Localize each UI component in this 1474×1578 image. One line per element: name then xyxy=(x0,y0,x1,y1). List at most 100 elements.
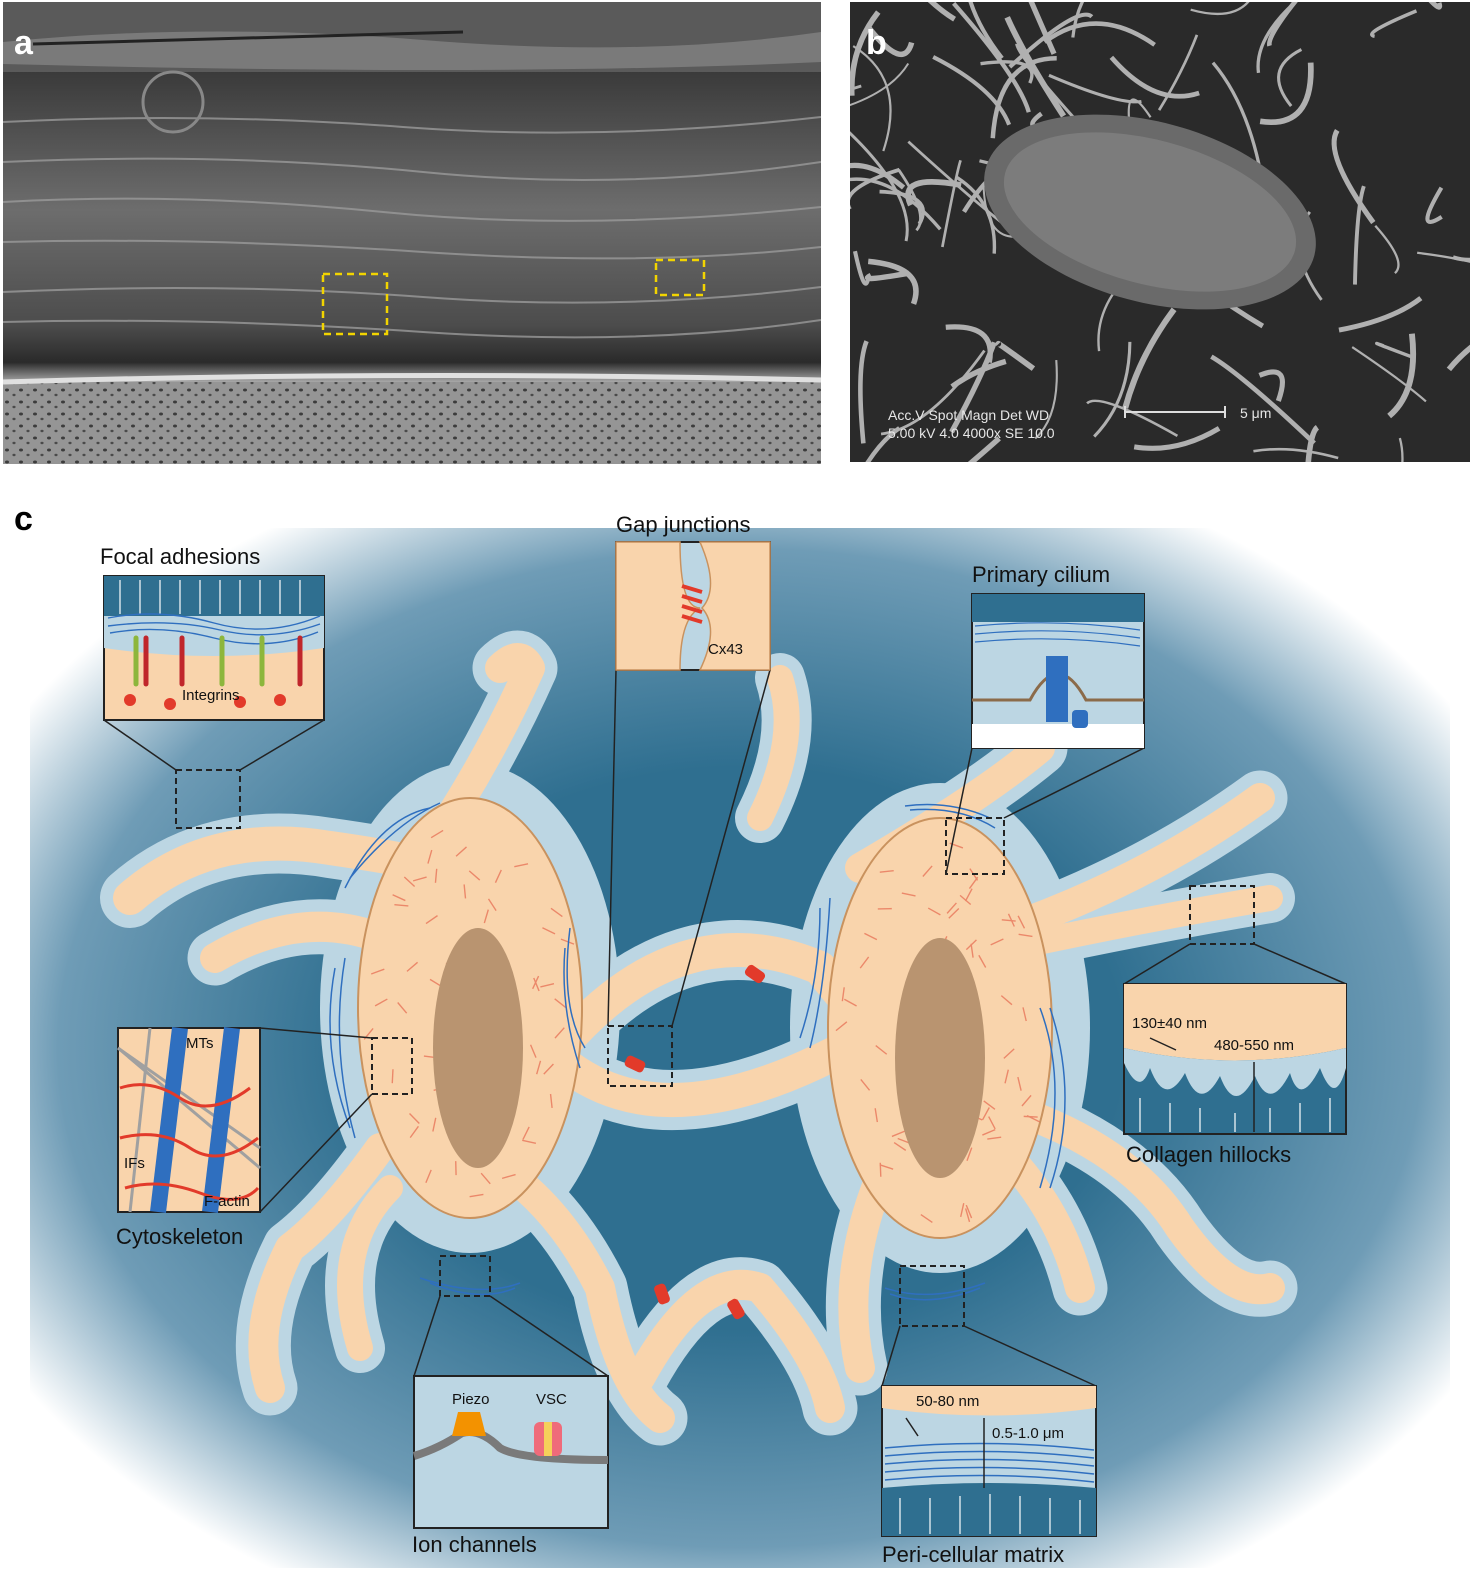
cytoskeleton-filament xyxy=(964,1208,971,1223)
collagen-fiber xyxy=(1258,369,1285,402)
cytoskeleton-filament xyxy=(394,903,409,907)
cytoskeleton-filament xyxy=(409,1125,419,1139)
cytoskeleton-filament xyxy=(543,1063,554,1075)
pcm-depth-label: 0.5-1.0 μm xyxy=(992,1425,1064,1442)
collagen-fiber xyxy=(1133,426,1221,451)
scale-bar-label: 5 μm xyxy=(1240,405,1271,421)
collagen-fiber xyxy=(1122,307,1177,409)
cytoskeleton-filament xyxy=(983,1100,996,1110)
collagen-fiber xyxy=(1398,437,1404,462)
cytoskeleton-filament xyxy=(483,909,489,924)
cytoskeleton-filament xyxy=(529,1044,537,1058)
collagen-fiber xyxy=(1015,43,1075,119)
panel-letter-a: a xyxy=(14,24,33,62)
cytoskeleton-filament xyxy=(966,1147,973,1162)
collagen-fiber xyxy=(865,426,901,462)
cytoskeleton-filament xyxy=(455,846,467,857)
collagen-fiber xyxy=(1093,341,1132,438)
cytoskeleton-filament xyxy=(487,898,497,911)
cytoskeleton-filament xyxy=(946,902,957,914)
cytoskeleton-filament xyxy=(514,863,529,868)
hillock-height-label: 480-550 nm xyxy=(1214,1037,1294,1054)
cell-processes xyxy=(113,643,1285,1433)
inset-focal-adhesions: Integrins xyxy=(103,575,325,721)
collagen-fiber xyxy=(850,167,901,210)
cytoskeleton-filament xyxy=(392,894,406,902)
vsc-label: VSC xyxy=(536,1391,567,1408)
cytoskeleton-filament xyxy=(1021,1094,1032,1107)
ion-channels-title: Ion channels xyxy=(412,1532,537,1557)
collagen-fiber xyxy=(1353,185,1366,285)
cytoskeleton-filament xyxy=(391,1069,394,1084)
cytoskeleton-filament xyxy=(406,961,419,972)
cytoskeleton-filament xyxy=(469,1193,484,1198)
gap-junction-markers xyxy=(624,964,766,1320)
collagen-fiber xyxy=(1048,73,1142,104)
cytoskeleton-filament xyxy=(981,1107,990,1121)
mts-label: MTs xyxy=(186,1035,214,1052)
collagen-fiber xyxy=(950,358,1007,389)
collagen-fiber xyxy=(907,140,1005,226)
collagen-fiber xyxy=(1338,296,1423,333)
collagen-fiber xyxy=(1428,2,1443,10)
sem-panel-b: Acc.V Spot Magn Det WD 5.00 kV 4.0 4000x… xyxy=(850,2,1470,462)
collagen-fiber xyxy=(967,436,1001,462)
cytoskeleton-filament xyxy=(1026,1115,1040,1123)
cytoskeleton-title: Cytoskeleton xyxy=(116,1224,243,1249)
cytoskeleton-filament xyxy=(540,982,555,988)
collagen-fiber xyxy=(949,341,997,434)
zoom-source-boxes xyxy=(175,769,1255,1327)
cytoskeleton-filament xyxy=(434,868,438,883)
collagen-fiber xyxy=(1277,48,1303,108)
collagen-fiber xyxy=(1425,186,1444,224)
cytoskeleton-filament xyxy=(536,1060,542,1075)
cytoskeleton-filament xyxy=(403,876,416,888)
collagen-fiber xyxy=(1259,62,1314,126)
cytoskeleton-filament xyxy=(1017,915,1026,929)
collagen-fiber xyxy=(1446,344,1470,372)
cytoskeleton-filament xyxy=(875,1045,888,1055)
collagen-fiber xyxy=(1387,333,1417,419)
collagen-fiber xyxy=(1370,9,1418,38)
collagen-fiber xyxy=(897,169,922,232)
pcm-fibers xyxy=(329,802,1066,1301)
ifs-label: IFs xyxy=(124,1155,145,1172)
collagen-fiber xyxy=(850,62,910,107)
cytoskeleton-filament xyxy=(959,1203,965,1218)
inset-primary-cilium xyxy=(971,593,1145,749)
cytoskeleton-filament xyxy=(844,998,857,1007)
sem-panel-a xyxy=(3,2,821,464)
cytoskeleton-filament xyxy=(879,1164,894,1170)
collagen-fiber xyxy=(968,2,1004,60)
nucleus-right xyxy=(895,938,985,1178)
sem-image-a xyxy=(3,2,821,464)
cytoskeleton-filament xyxy=(1004,1069,1009,1084)
sem-info-line2: 5.00 kV 4.0 4000x SE 10.0 xyxy=(888,425,1055,441)
cytoskeleton-filament xyxy=(1017,1076,1022,1091)
collagen-fiber xyxy=(850,177,942,231)
cytoskeleton-filament xyxy=(970,943,974,958)
cytoskeleton-filament xyxy=(893,1142,907,1151)
collagen-fiber xyxy=(1374,224,1400,274)
sem-image-b: Acc.V Spot Magn Det WD 5.00 kV 4.0 4000x… xyxy=(850,2,1470,462)
collagen-fiber xyxy=(1267,2,1298,47)
collagen-fiber xyxy=(850,10,881,96)
collagen-fiber xyxy=(932,55,1012,126)
collagen-fiber xyxy=(941,159,962,248)
collagen-fiber xyxy=(1210,354,1316,445)
cytoskeleton-filament xyxy=(432,1117,437,1132)
cytoskeleton-filament xyxy=(554,998,567,1009)
cytoskeleton-filament xyxy=(427,849,433,864)
collagen-fiber xyxy=(1043,21,1156,47)
collagen-fiber xyxy=(1157,34,1199,111)
cytoskeleton-filament xyxy=(860,1079,871,1091)
nucleus-left xyxy=(433,928,523,1168)
inset-cytoskeleton: MTs IFs F-actin xyxy=(117,1027,261,1213)
cytoskeleton-filament xyxy=(468,870,481,881)
cytoskeleton-filament xyxy=(835,1021,848,1032)
hillock-width-label: 130±40 nm xyxy=(1132,1015,1207,1032)
cytoskeleton-filament xyxy=(1022,1007,1027,1022)
inset-collagen-hillocks: 130±40 nm 480-550 nm xyxy=(1123,983,1347,1135)
collagen-fiber xyxy=(1086,399,1179,437)
piezo-label: Piezo xyxy=(452,1391,490,1408)
